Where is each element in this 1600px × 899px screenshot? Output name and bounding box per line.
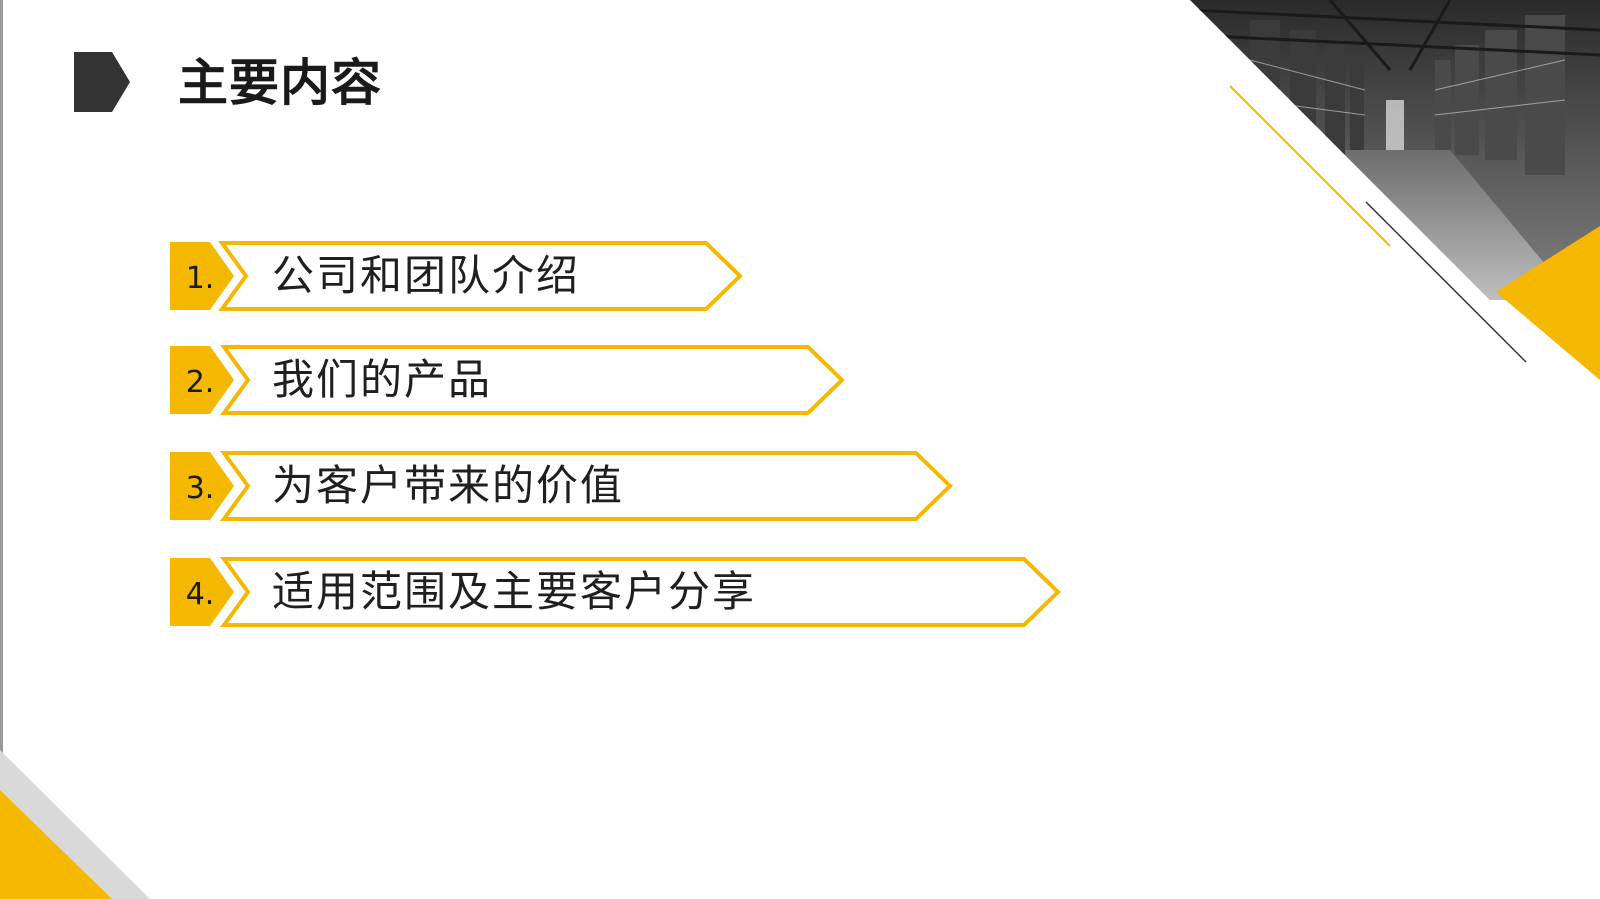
- decorative-lines: [1229, 85, 1600, 380]
- toc-item-1[interactable]: 1. 公司和团队介绍: [168, 240, 748, 316]
- toc-item-shape: [170, 345, 845, 415]
- toc-item-number: 3.: [185, 470, 215, 506]
- toc-item-label: 公司和团队介绍: [272, 251, 581, 300]
- toc-item-label: 适用范围及主要客户分享: [272, 567, 757, 616]
- toc-item-shape: [170, 241, 743, 311]
- toc-item-shape: [170, 557, 1061, 627]
- page-title: 主要内容: [178, 54, 382, 112]
- toc-item-4[interactable]: 4. 适用范围及主要客户分享: [168, 556, 1068, 632]
- title-marker-icon: [74, 52, 130, 112]
- toc-item-label: 为客户带来的价值: [272, 461, 625, 510]
- toc-item-2[interactable]: 2. 我们的产品: [168, 344, 858, 420]
- slide-left-edge: [0, 0, 3, 899]
- toc-item-3[interactable]: 3. 为客户带来的价值: [168, 450, 958, 526]
- toc-item-shape: [170, 451, 953, 521]
- toc-item-number: 4.: [185, 576, 215, 612]
- toc-item-number: 2.: [185, 364, 215, 400]
- toc-item-number: 1.: [185, 260, 215, 296]
- corner-decoration: [0, 750, 150, 899]
- toc-item-label: 我们的产品: [272, 355, 493, 404]
